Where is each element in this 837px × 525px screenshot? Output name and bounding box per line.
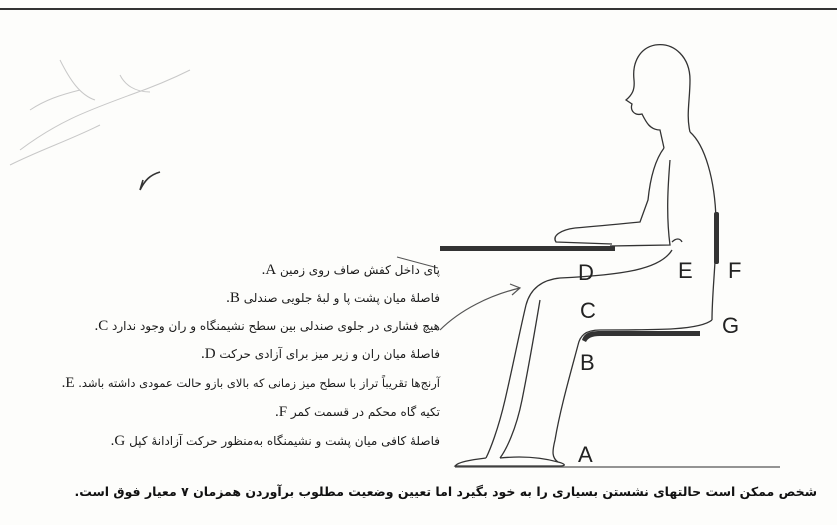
legend-text: فاصلهٔ میان ران و زیر میز برای آزادی حرک… — [219, 347, 440, 361]
background-scribble — [10, 60, 190, 165]
pointer-arrow — [440, 284, 520, 330]
legend-text: آرنج‌ها تقریباً تراز با سطح میز زمانی که… — [78, 376, 440, 390]
legend-letter: F. — [275, 404, 287, 420]
legend-text: تکیه گاه محکم در قسمت کمر — [291, 405, 440, 419]
figure-label-b: B — [580, 350, 595, 375]
legend-letter: D. — [201, 346, 216, 362]
legend-letter: G. — [111, 433, 126, 449]
table-top — [440, 246, 615, 251]
figure-label-g: G — [722, 313, 739, 338]
chair-backrest — [714, 212, 719, 264]
person-outline — [455, 45, 716, 466]
legend-letter: C. — [94, 318, 108, 334]
legend-text: فاصلهٔ میان پشت پا و لبهٔ جلویی صندلی — [244, 291, 440, 305]
figure-caption: شخص ممکن است حالتهای نشستن بسیاری را به … — [74, 484, 817, 499]
figure-label-e: E — [678, 258, 693, 283]
figure-label-a: A — [578, 442, 593, 467]
legend-item-g: فاصلهٔ کافی میان پشت و نشیمنگاه به‌منظور… — [105, 433, 440, 449]
legend-letter: E. — [62, 375, 75, 391]
legend-item-e: آرنج‌ها تقریباً تراز با سطح میز زمانی که… — [56, 375, 440, 391]
legend-text: پای داخل کفش صاف روی زمین — [280, 263, 440, 277]
legend-text: فاصلهٔ کافی میان پشت و نشیمنگاه به‌منظور… — [129, 434, 440, 448]
legend-item-a: پای داخل کفش صاف روی زمین A. — [256, 262, 440, 278]
chair-seat — [582, 331, 700, 342]
legend-text: هیچ فشاری در جلوی صندلی بین سطح نشیمنگاه… — [112, 319, 440, 333]
legend-item-c: هیچ فشاری در جلوی صندلی بین سطح نشیمنگاه… — [88, 318, 440, 334]
figure-label-c: C — [580, 298, 596, 323]
figure-label-d: D — [578, 260, 594, 285]
legend-item-b: فاصلهٔ میان پشت پا و لبهٔ جلویی صندلی B. — [220, 290, 440, 306]
legend-letter: A. — [262, 262, 277, 278]
legend-letter: B. — [226, 290, 240, 306]
legend-item-f: تکیه گاه محکم در قسمت کمر F. — [269, 404, 440, 420]
legend-item-d: فاصلهٔ میان ران و زیر میز برای آزادی حرک… — [195, 346, 440, 362]
figure-label-f: F — [728, 258, 741, 283]
pencil-mark — [140, 172, 160, 190]
